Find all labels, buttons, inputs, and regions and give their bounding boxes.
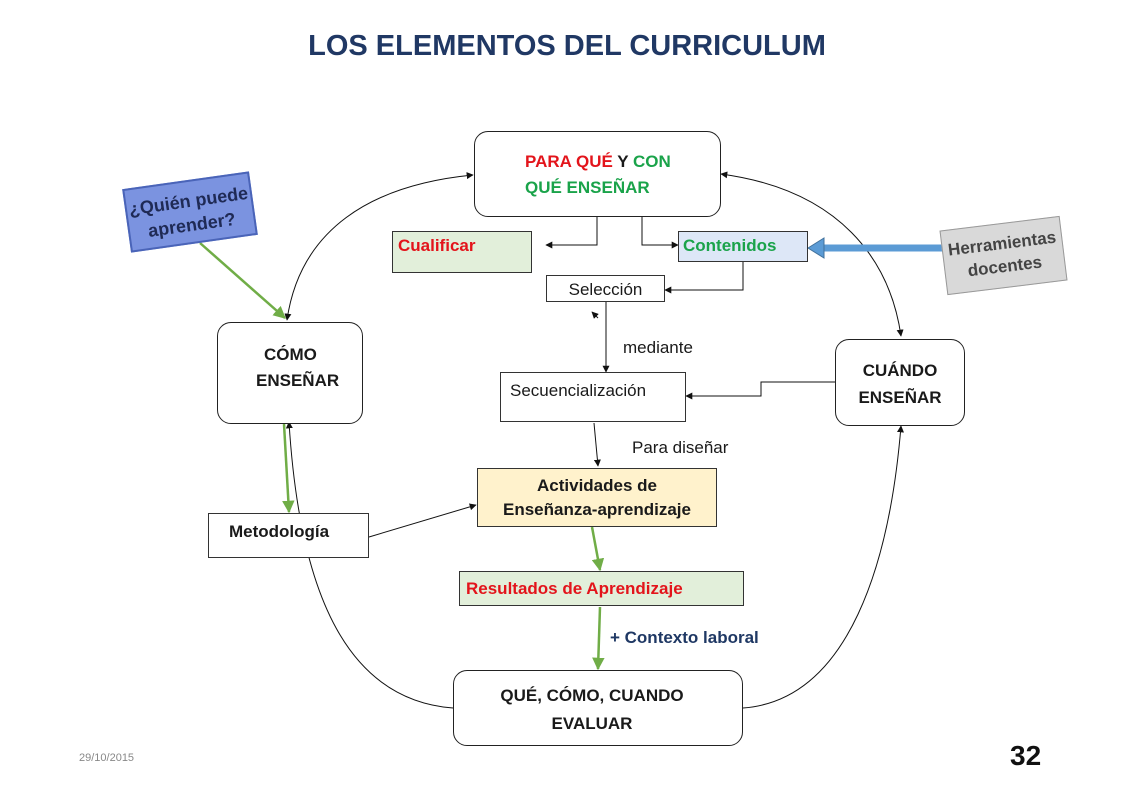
arrow-to-cualificar xyxy=(545,217,598,249)
evaluar-line2: EVALUAR xyxy=(551,714,633,733)
seleccion-box: Selección xyxy=(546,275,665,302)
arrow-cuando-secuencializacion xyxy=(685,381,835,400)
arrow-secuencializacion-actividades xyxy=(593,422,601,467)
para-que-line1: PARA QUÉ Y CON xyxy=(525,150,671,174)
para-disenar-label: Para diseñar xyxy=(632,438,729,457)
cycle-arrow-top-right xyxy=(720,171,904,337)
como-line2: ENSEÑAR xyxy=(256,371,340,390)
evaluar-line1: QUÉ, CÓMO, CUANDO xyxy=(500,686,684,705)
mediante-label: mediante xyxy=(623,338,693,357)
metodologia-label: Metodología xyxy=(229,522,330,541)
que-ensenar-text: QUÉ ENSEÑAR xyxy=(525,178,650,197)
arrow-small-mark xyxy=(591,311,599,319)
cuando-line2: ENSEÑAR xyxy=(858,388,942,407)
cycle-arrow-bottom-left xyxy=(285,421,454,709)
blue-arrowhead xyxy=(807,237,825,259)
evaluar-box: QUÉ, CÓMO, CUANDO EVALUAR xyxy=(453,670,743,746)
cycle-arrow-top-left xyxy=(284,172,474,321)
green-arrow-actividades-resultados xyxy=(590,526,605,572)
resultados-label: Resultados de Aprendizaje xyxy=(466,579,683,598)
como-line1: CÓMO xyxy=(264,345,317,364)
y-text: Y xyxy=(612,152,634,171)
para-que-text: PARA QUÉ xyxy=(525,152,613,171)
contexto-laboral-label: + Contexto laboral xyxy=(610,628,759,647)
actividades-box: Actividades de Enseñanza-aprendizaje xyxy=(477,468,717,527)
cuando-ensenar-box: CUÁNDO ENSEÑAR xyxy=(835,339,965,426)
page-title: LOS ELEMENTOS DEL CURRICULUM xyxy=(308,30,826,62)
cycle-arrow-bottom-right xyxy=(742,425,904,709)
secuencializacion-box: Secuencialización xyxy=(500,372,686,422)
green-arrow-resultados-evaluar xyxy=(592,606,605,671)
contenidos-box: Contenidos xyxy=(678,231,808,262)
resultados-box: Resultados de Aprendizaje xyxy=(459,571,744,606)
secuencializacion-label: Secuencialización xyxy=(510,381,647,400)
contenidos-label: Contenidos xyxy=(683,236,777,255)
actividades-line2: Enseñanza-aprendizaje xyxy=(502,500,691,519)
con-text: CON xyxy=(633,152,671,171)
green-arrow-quien-como xyxy=(199,242,286,319)
footer-date: 29/10/2015 xyxy=(79,752,135,764)
cuando-line1: CUÁNDO xyxy=(862,361,938,380)
cualificar-box: Cualificar xyxy=(392,231,532,273)
arrow-metodologia-actividades xyxy=(368,503,477,538)
seleccion-label: Selección xyxy=(568,280,643,299)
actividades-line1: Actividades de xyxy=(537,476,657,495)
metodologia-box: Metodología xyxy=(208,513,369,558)
green-arrow-como-metodologia xyxy=(282,423,295,514)
arrow-to-contenidos xyxy=(641,217,679,249)
page-number: 32 xyxy=(1010,740,1042,771)
como-ensenar-box: CÓMO ENSEÑAR xyxy=(217,322,363,424)
arrow-contenidos-seleccion xyxy=(664,262,744,294)
para-que-box: PARA QUÉ Y CON QUÉ ENSEÑAR xyxy=(474,131,721,217)
cualificar-label: Cualificar xyxy=(398,236,476,255)
